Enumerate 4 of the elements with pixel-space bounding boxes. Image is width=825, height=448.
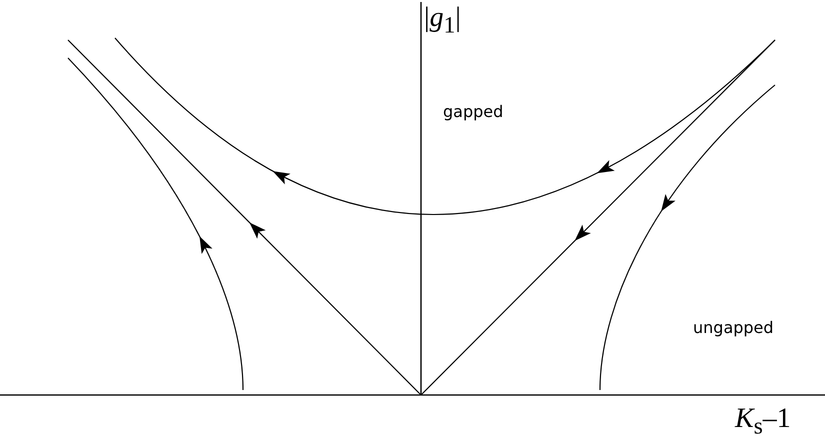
region-label: ungapped xyxy=(693,320,774,336)
axis-label: |g$_{1}$| xyxy=(424,4,461,38)
region-label: gapped xyxy=(443,104,504,120)
axis-label: K$_{s}$–1 xyxy=(735,405,791,439)
